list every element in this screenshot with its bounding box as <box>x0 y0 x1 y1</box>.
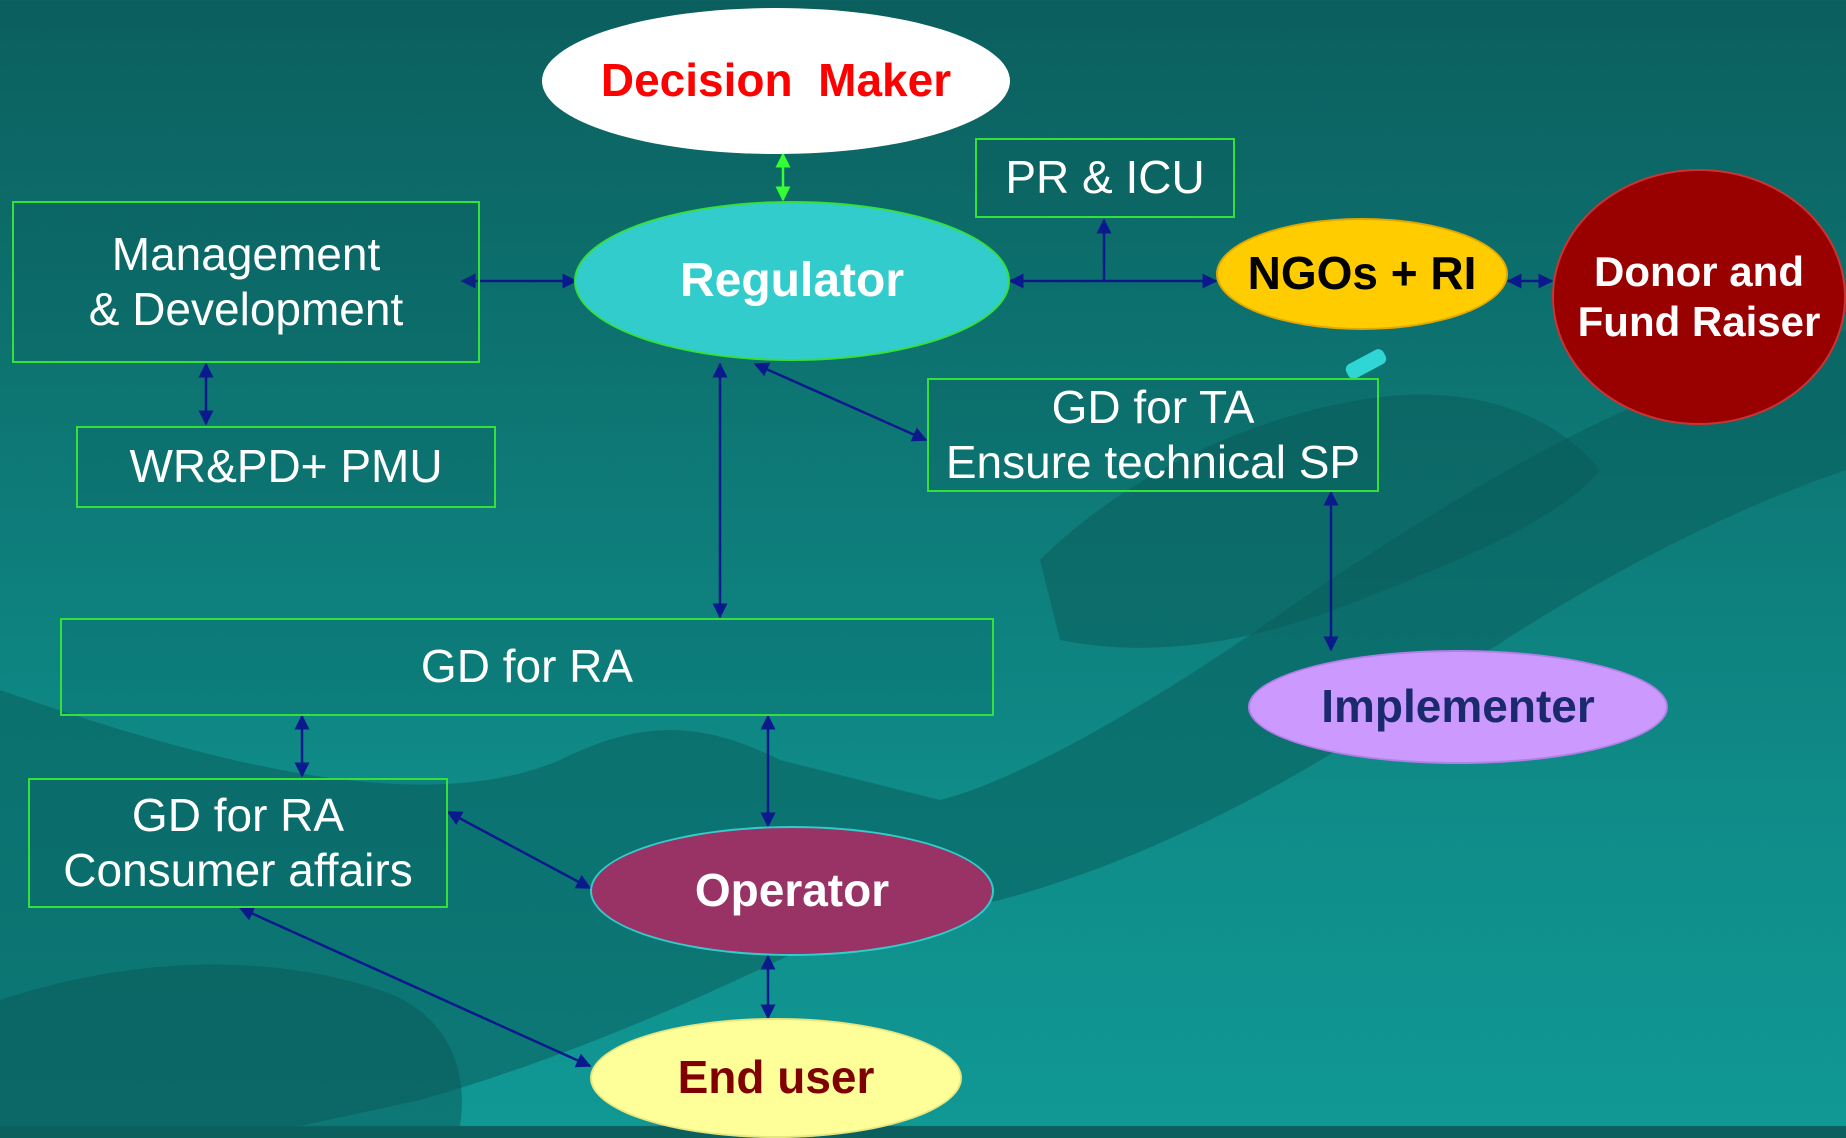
management-label-line2: & Development <box>88 283 404 335</box>
regulator-label: Regulator <box>679 254 904 308</box>
end-user-label: End user <box>677 1051 875 1104</box>
connector-consumer-operator <box>446 810 592 890</box>
ngos-ri-node: NGOs + RI <box>1216 218 1508 330</box>
donor-label-line2: Fund Raiser <box>1577 298 1821 345</box>
operator-node: Operator <box>590 826 994 956</box>
gd-ra-consumer-affairs-box: GD for RA Consumer affairs <box>28 778 448 908</box>
wrpd-pmu-label: WR&PD+ PMU <box>129 440 443 493</box>
donor-label-line1: Donor and <box>1594 247 1804 295</box>
pr-icu-label: PR & ICU <box>1005 151 1205 204</box>
decision-maker-node: Decision Maker <box>542 8 1010 154</box>
end-user-node: End user <box>590 1018 962 1138</box>
donor-fund-raiser-node: Donor and Fund Raiser <box>1552 169 1846 425</box>
gd-ta-label-line2: Ensure technical SP <box>945 436 1361 488</box>
implementer-label: Implementer <box>1321 680 1595 733</box>
background-hand-shape <box>1040 394 1600 648</box>
ngos-ri-label: NGOs + RI <box>1247 247 1477 300</box>
background-cuff-highlight <box>1345 349 1387 379</box>
implementer-node: Implementer <box>1248 650 1668 764</box>
connector-consumer-enduser <box>238 906 592 1068</box>
gd-ra-box: GD for RA <box>60 618 994 716</box>
gd-ra-consumer-label-line1: GD for RA <box>131 788 345 841</box>
decision-maker-label: Decision Maker <box>600 54 952 107</box>
operator-label: Operator <box>694 864 890 917</box>
gd-ta-label-line1: GD for TA <box>1051 380 1255 433</box>
regulator-node: Regulator <box>574 201 1010 361</box>
gd-ta-box: GD for TA Ensure technical SP <box>927 378 1379 492</box>
connector-regulator-gdta <box>753 362 928 442</box>
wrpd-pmu-box: WR&PD+ PMU <box>76 426 496 508</box>
management-label-line1: Management <box>111 227 381 280</box>
pr-icu-box: PR & ICU <box>975 138 1235 218</box>
gd-ra-consumer-label-line2: Consumer affairs <box>63 844 413 896</box>
gd-ra-label: GD for RA <box>420 640 634 693</box>
management-development-box: Management & Development <box>12 201 480 363</box>
